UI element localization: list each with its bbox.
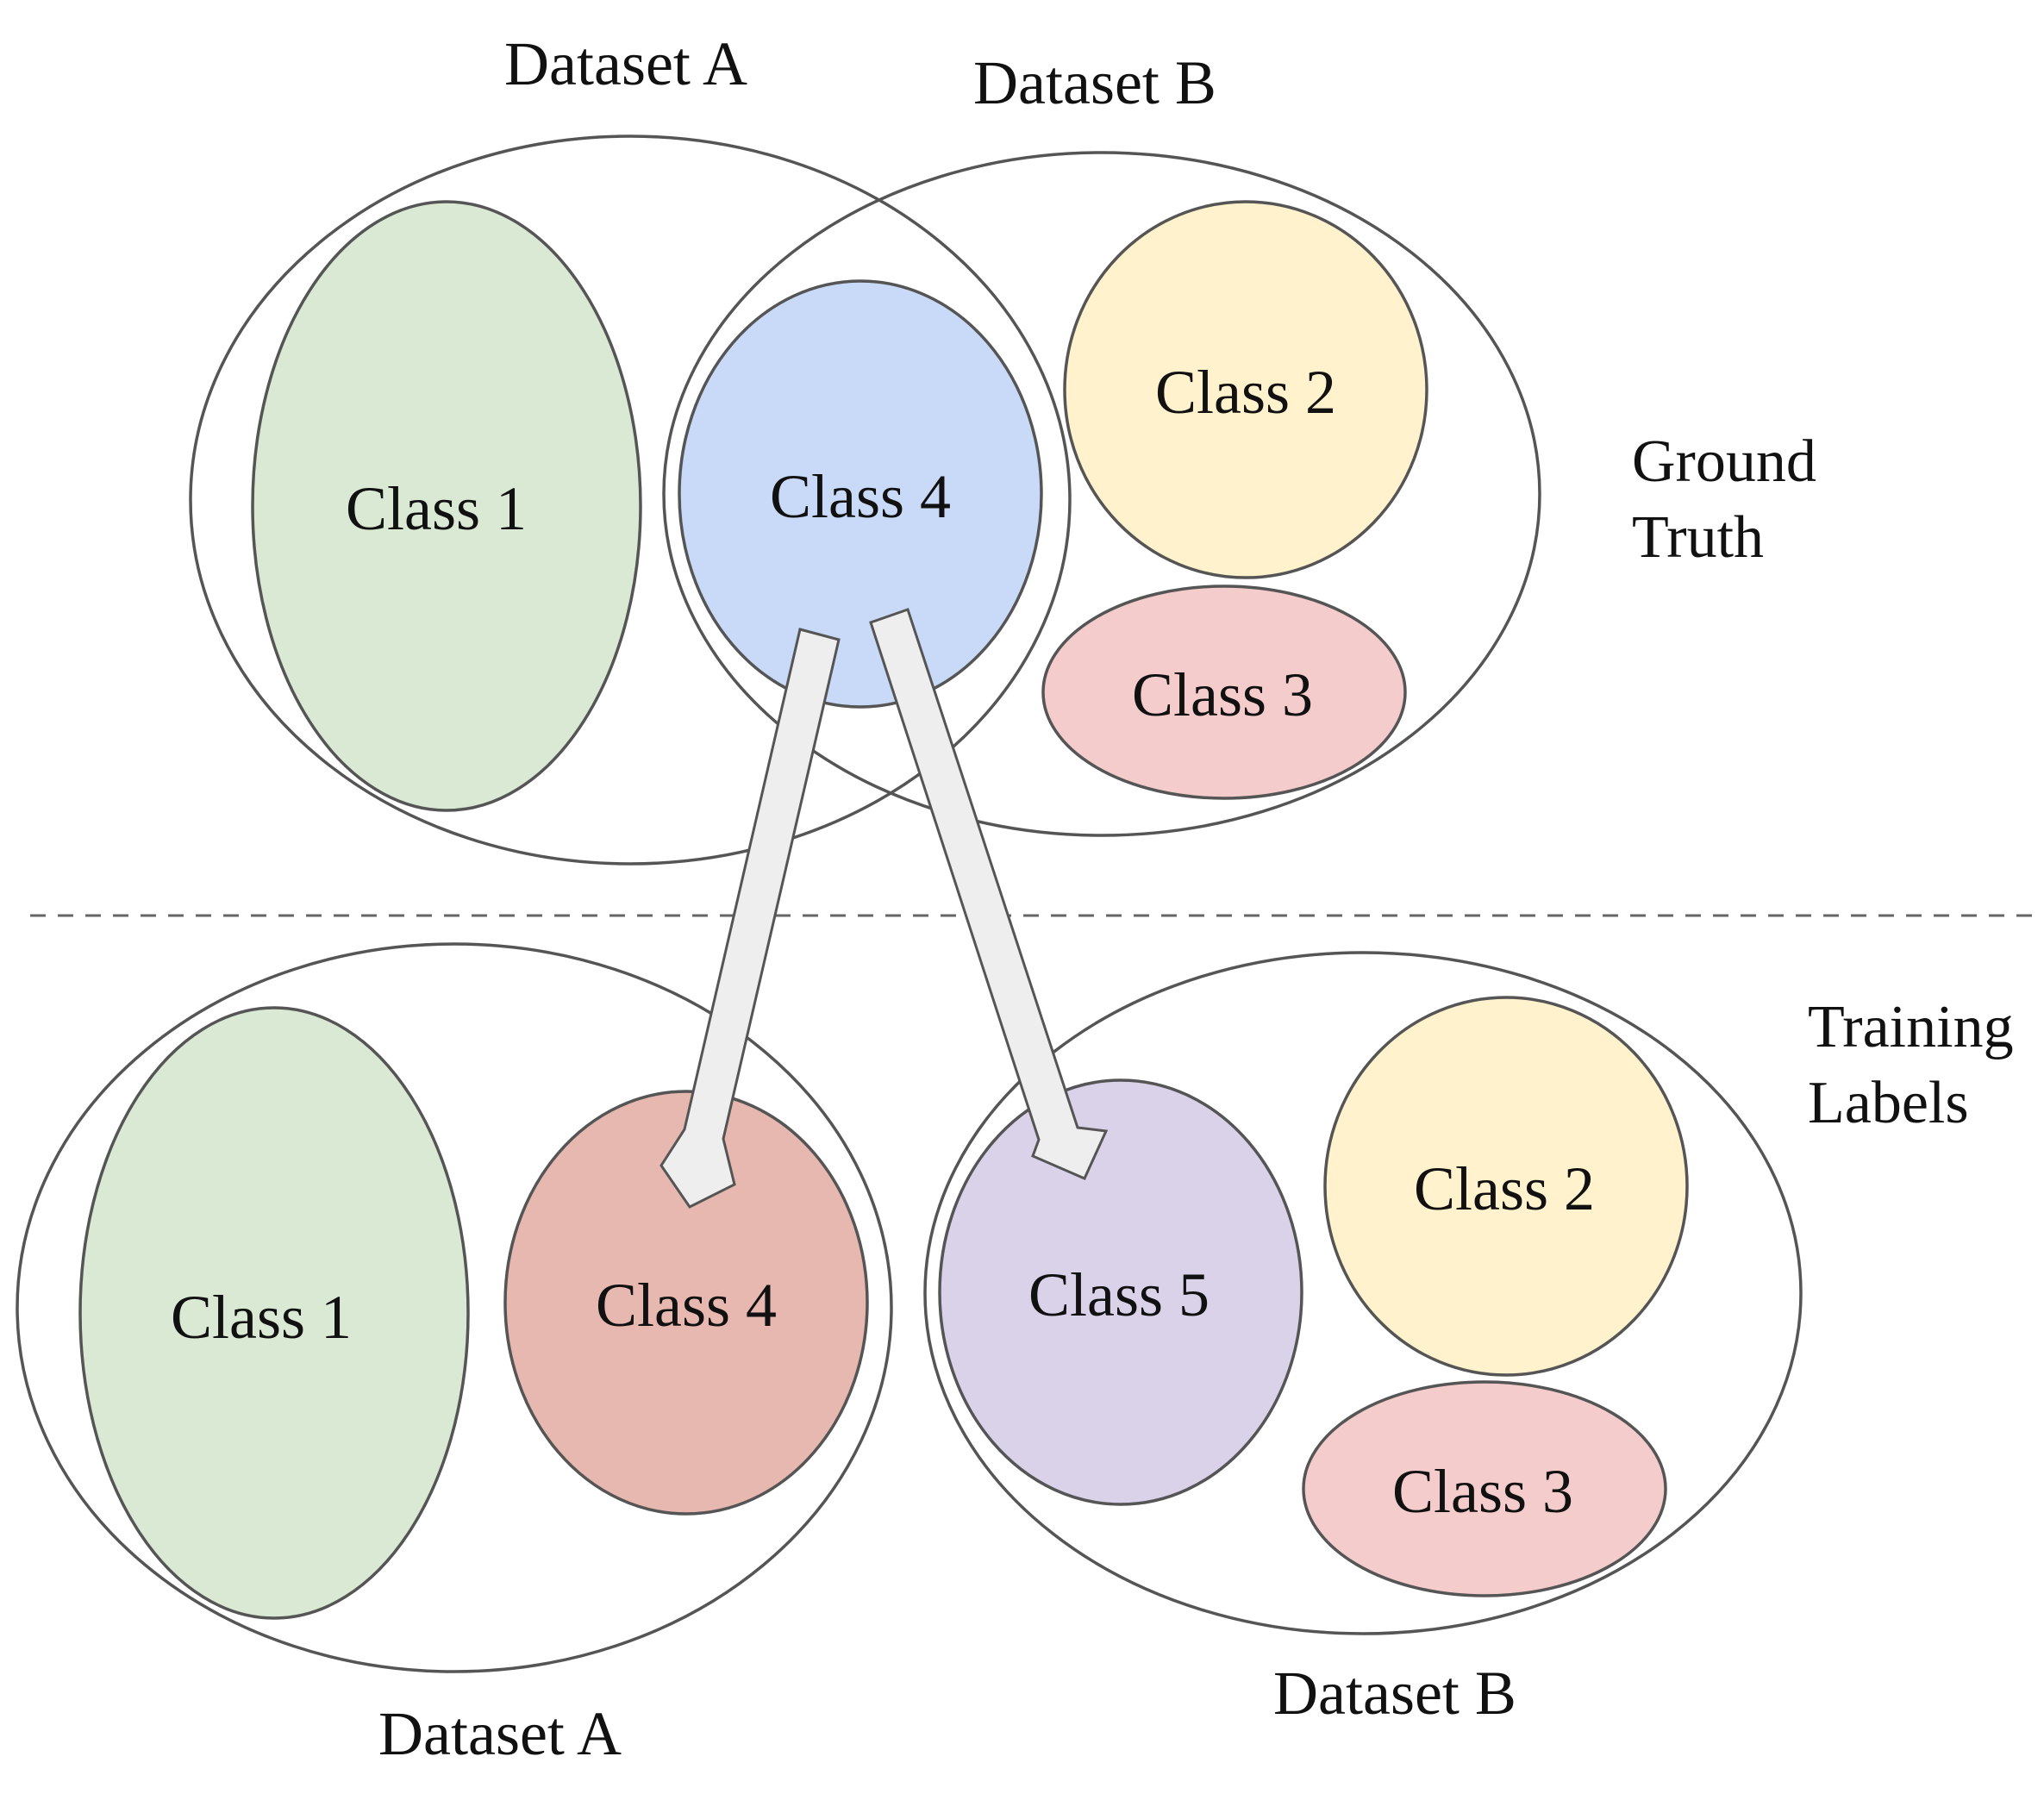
training-labels-section: Class 1 Class 4 Class 5 Class 2 Class 3 … [16,942,2014,1768]
top-dataset-b-label: Dataset B [973,48,1216,117]
arrow-class-4-to-training-class-4 [659,628,841,1209]
arrow-class-4-to-training-class-5 [869,608,1109,1180]
bottom-class-2-region [1323,996,1689,1377]
training-labels-label-line2: Labels [1808,1070,1969,1136]
top-dataset-b-ellipse [662,151,1541,837]
bottom-class-5-label: Class 5 [1028,1260,1210,1329]
top-class-3-label: Class 3 [1132,660,1313,729]
training-labels-label-line1: Training [1808,994,2014,1060]
top-class-1-label: Class 1 [346,474,527,543]
bottom-class-2-label: Class 2 [1414,1154,1595,1223]
bottom-dataset-b-ellipse [923,951,1803,1635]
bottom-class-4-region [503,1090,869,1516]
top-class-2-label: Class 2 [1155,358,1336,427]
top-class-1-region [251,200,642,812]
top-class-3-region [1041,584,1407,800]
top-class-4-label: Class 4 [770,462,951,531]
bottom-class-4-label: Class 4 [596,1271,777,1340]
ground-truth-label-line2: Truth [1632,504,1764,571]
top-class-4-region [678,279,1043,709]
top-dataset-a-ellipse [189,134,1072,866]
top-class-2-region [1063,200,1428,579]
ground-truth-label-line1: Ground [1632,428,1816,495]
top-dataset-a-label: Dataset A [504,29,747,98]
bottom-class-1-region [78,1006,470,1620]
bottom-dataset-a-label: Dataset A [378,1699,622,1768]
bottom-dataset-a-ellipse [16,942,893,1673]
bottom-dataset-b-label: Dataset B [1273,1659,1516,1728]
bottom-class-5-region [938,1078,1303,1506]
bottom-class-1-label: Class 1 [171,1283,352,1352]
bottom-class-3-label: Class 3 [1392,1457,1573,1526]
ground-truth-section: Dataset A Dataset B Class 1 Class 4 Clas… [189,29,1816,866]
bottom-class-3-region [1302,1380,1667,1597]
